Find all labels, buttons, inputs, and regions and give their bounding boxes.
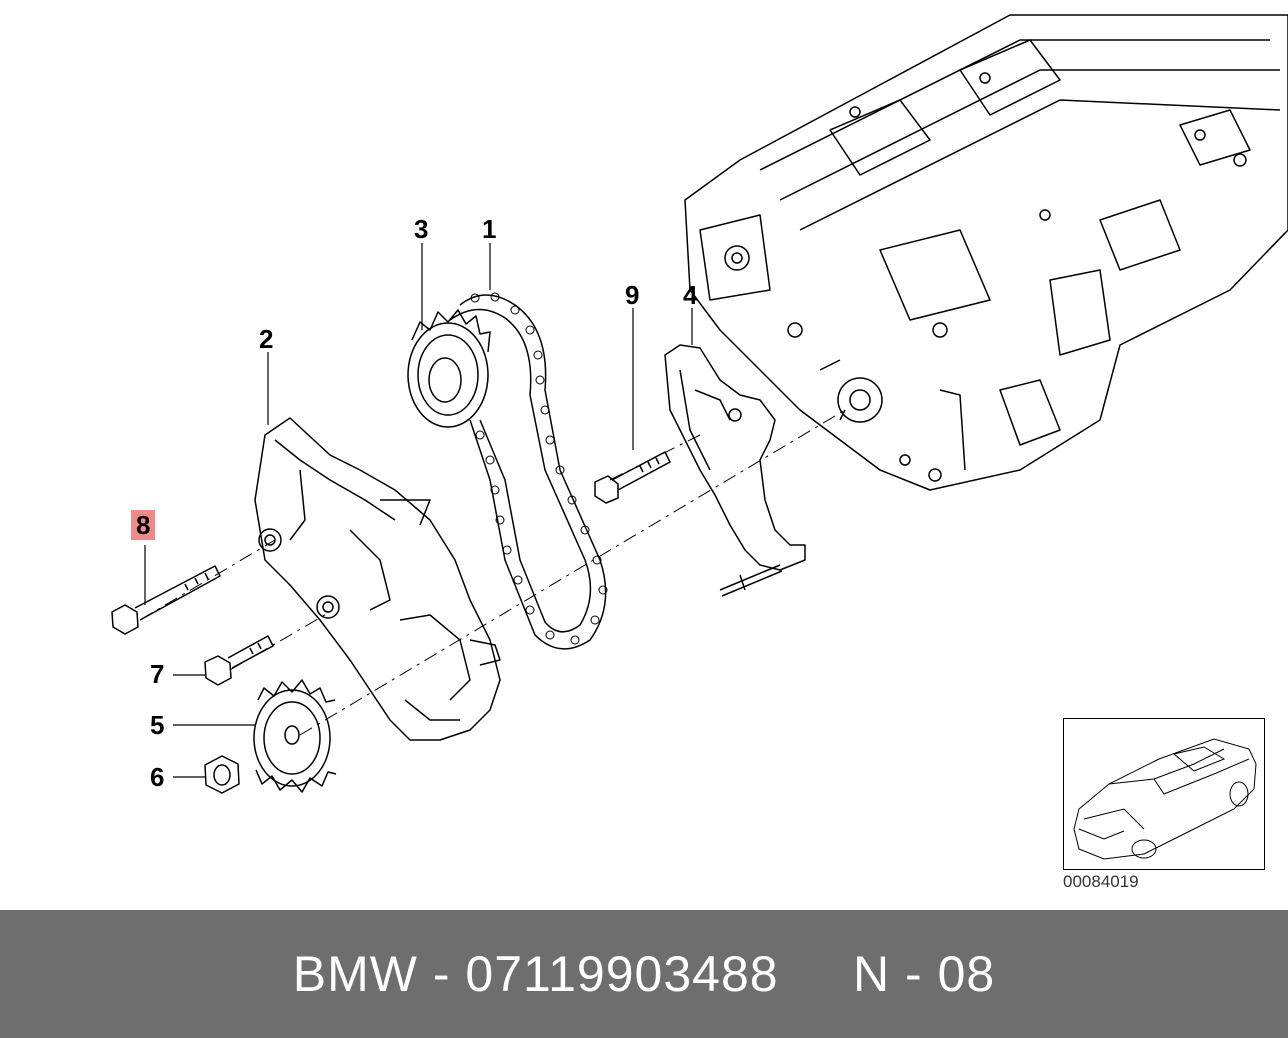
sprocket-part-5 [253,679,337,793]
footer-bar: BMW - 07119903488 N - 08 [0,910,1288,1038]
chain-guide-part-2 [254,417,501,741]
callout-8-highlighted[interactable]: 8 [131,510,156,540]
bolt-part-8 [111,565,221,635]
chain-part-1 [449,292,608,650]
car-illustration [1073,738,1257,860]
callout-9[interactable]: 9 [625,280,640,310]
tensioner-rail-part-4 [664,344,806,597]
leader-lines [144,243,693,778]
exploded-parts-diagram [111,14,1288,794]
callout-4[interactable]: 4 [683,280,698,310]
footer-part-info: BMW - 07119903488 N - 08 [292,946,996,1002]
callout-3[interactable]: 3 [414,214,429,244]
callout-7[interactable]: 7 [150,659,165,689]
alignment-lines [139,409,846,736]
vehicle-inset-thumbnail [1063,718,1265,870]
nut-part-6 [204,755,240,794]
diagram-reference-code: 00084019 [1063,872,1139,891]
callout-6[interactable]: 6 [150,762,165,792]
bolt-part-7 [204,635,274,686]
callout-2[interactable]: 2 [259,324,274,354]
engine-block [684,14,1288,491]
callout-1[interactable]: 1 [482,214,497,244]
callout-5[interactable]: 5 [150,710,165,740]
bolt-part-9 [594,451,671,504]
sprocket-part-3 [407,309,491,428]
